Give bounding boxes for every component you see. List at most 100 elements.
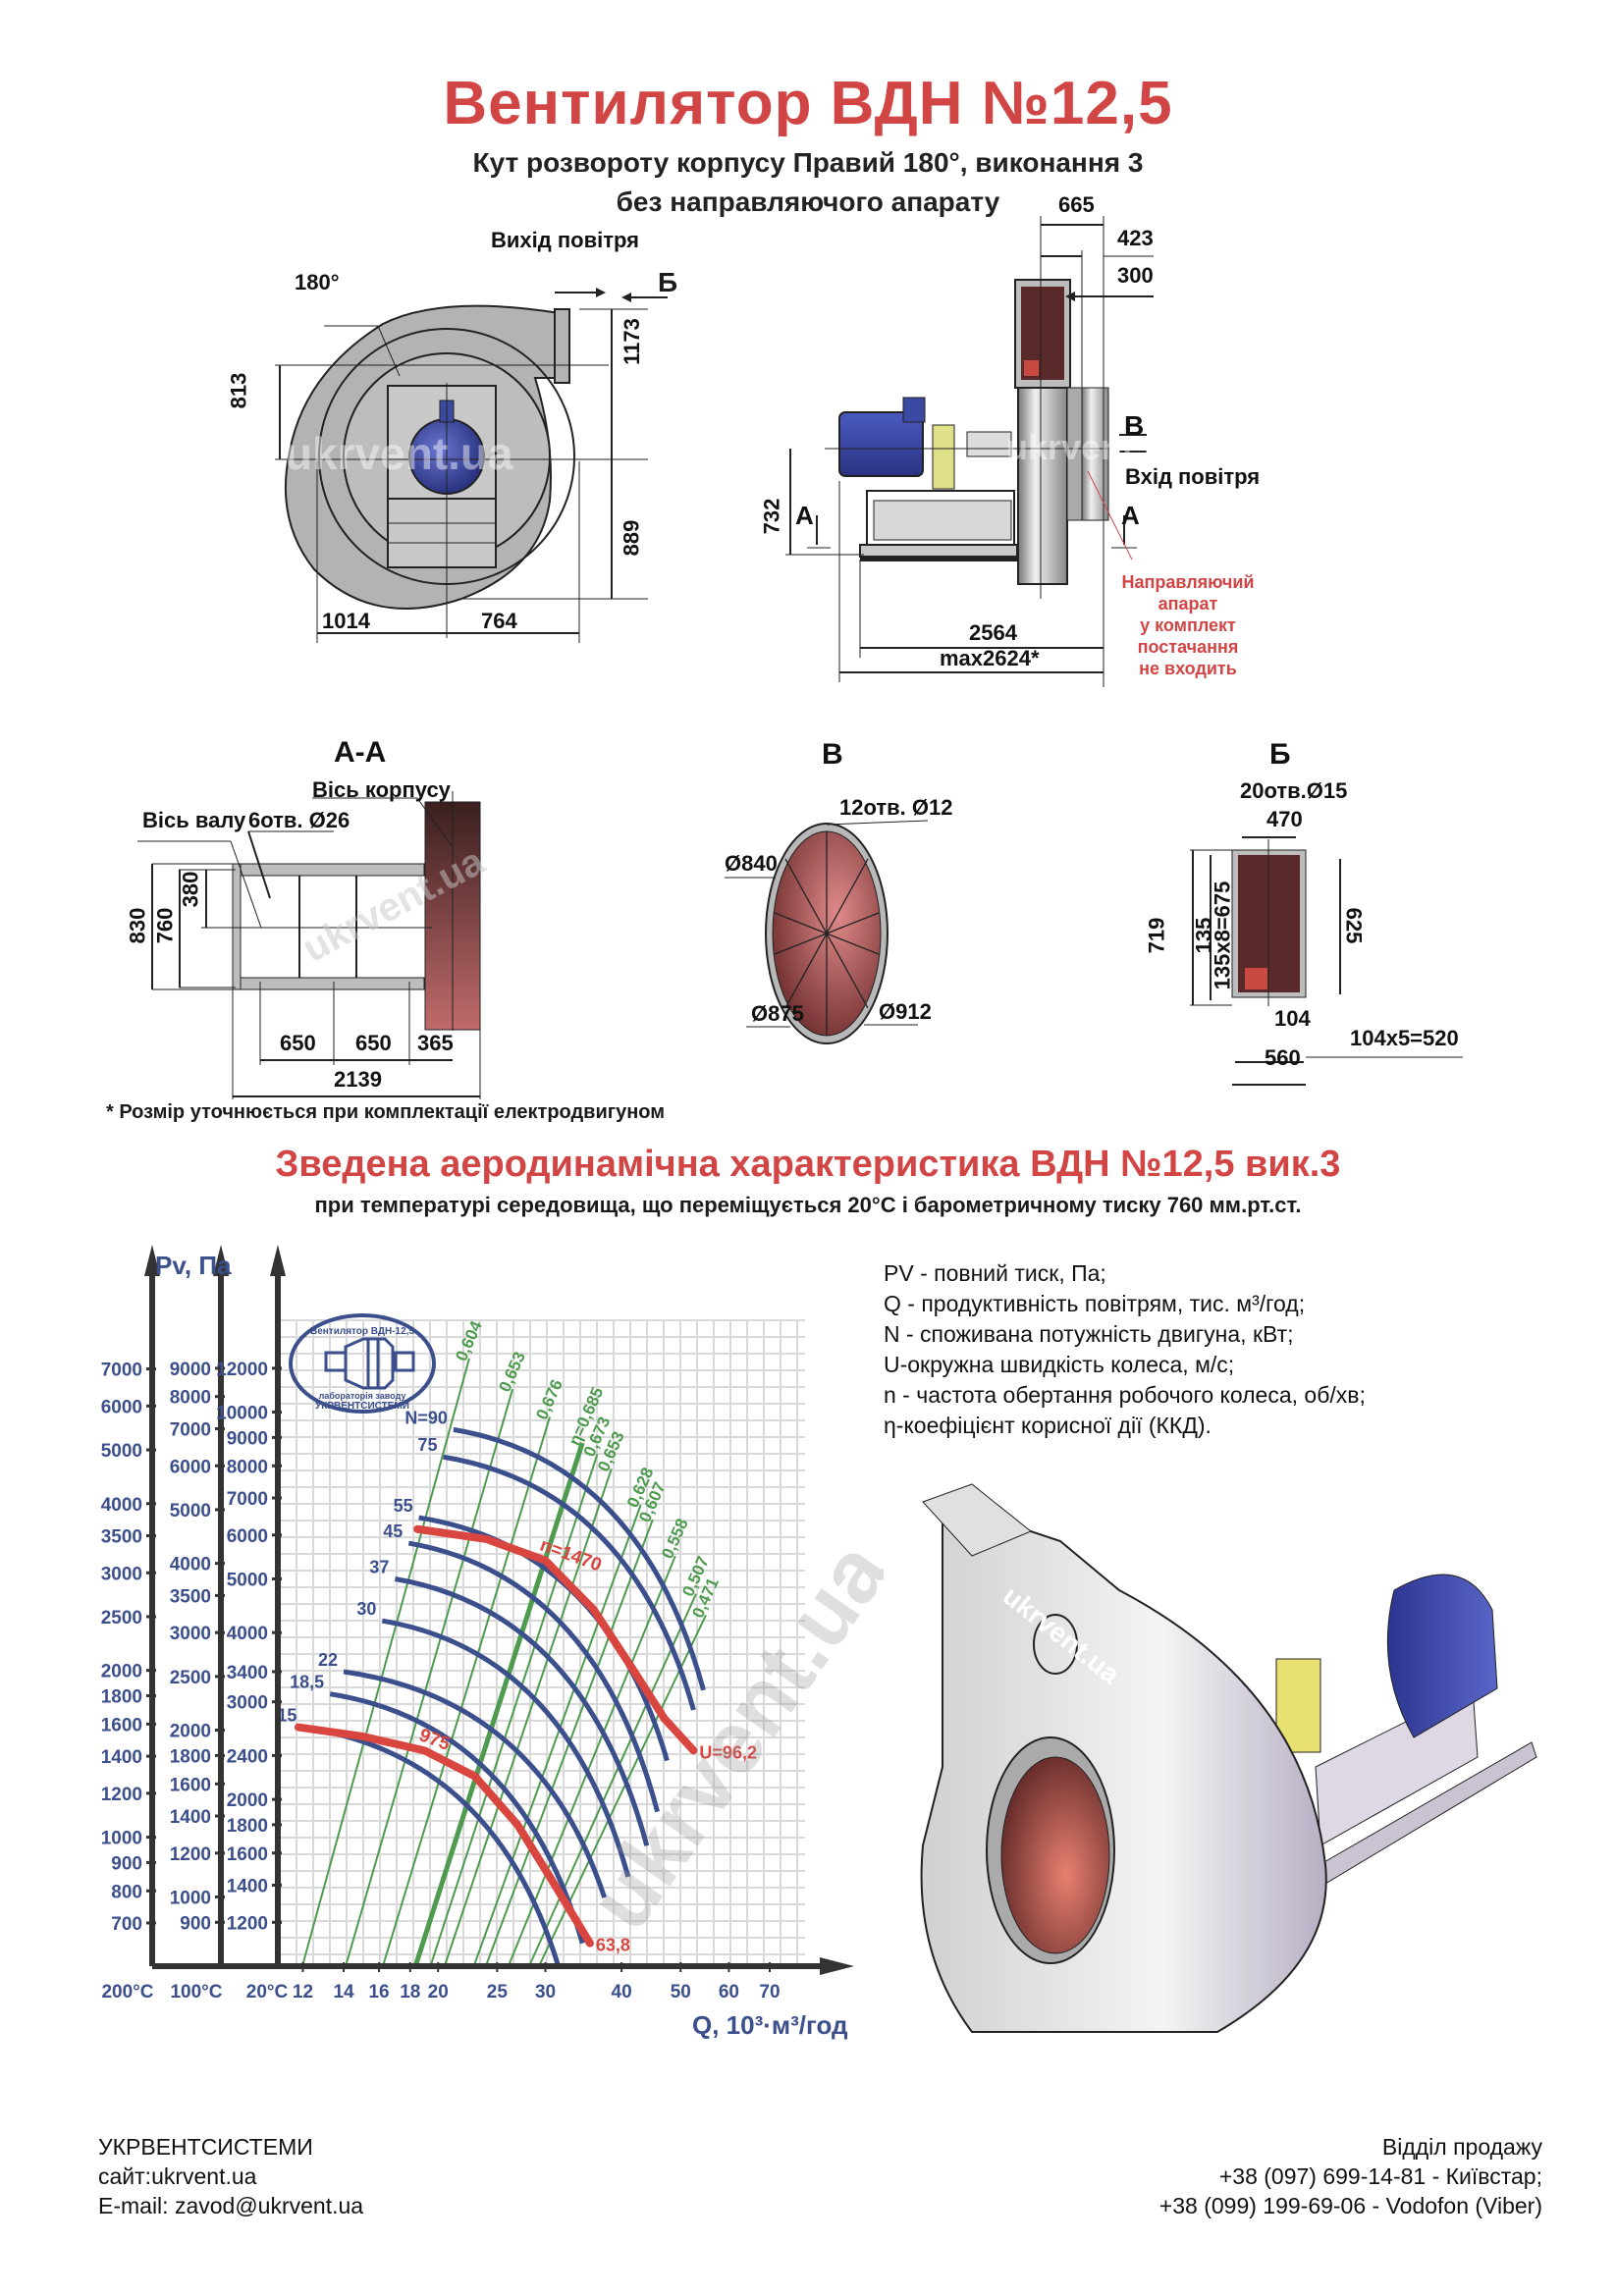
dim-380: 380 [178,871,203,908]
side-view-drawing: 665 423 300 732 А А В Вхід повітря 2564 … [759,187,1610,726]
y-tick-label: 7000 [227,1489,268,1510]
y-tick-label: 1200 [101,1785,142,1805]
dim-719: 719 [1144,917,1169,954]
y-tick-label: 1000 [170,1888,211,1908]
y-tick-label: 8000 [170,1388,211,1409]
phone-vodafone[interactable]: +38 (099) 199-69-06 - Vodofon (Viber) [1158,2193,1542,2218]
y-tick-label: 3400 [227,1663,268,1683]
y-tick-label: 1000 [101,1829,142,1849]
power-curve [329,1691,585,1945]
footnote: * Розмір уточнюється при комплектації ел… [106,1101,666,1123]
email[interactable]: E-mail: zavod@ukrvent.ua [98,2193,364,2218]
x-axis-title: Q, 10³·м³/год [692,2010,848,2040]
dim-830: 830 [125,907,150,944]
front-view-drawing: Вихід повітря 180° Б 813 1173 889 1014 7… [226,228,697,653]
website[interactable]: сайт:ukrvent.ua [98,2163,257,2189]
power-curve [453,1426,706,1691]
y-tick-label: 2500 [101,1608,142,1629]
dim-650-b: 650 [355,1031,392,1055]
stamp-bottom-2: УКРВЕНТСИСТЕМИ [315,1401,409,1412]
section-v-title: В [822,738,843,771]
y-tick-label: 2400 [227,1746,268,1767]
legend-n: N - споживана потужність двигуна, кВт; [884,1321,1294,1347]
sales-title: Відділ продажу [1381,2134,1542,2160]
y-tick-label: 1200 [227,1913,268,1934]
note-line-3: не входить [1139,659,1237,678]
aero-title: Зведена аеродинамічна характеристика ВДН… [275,1144,1341,1185]
dim-365: 365 [417,1031,454,1055]
dim-423: 423 [1117,226,1154,250]
aero-subtitle: при температурі середовища, що переміщує… [314,1193,1302,1217]
tip-speed-label: 63,8 [596,1936,630,1955]
power-curve [343,1669,608,1898]
legend-q: Q - продуктивність повітрям, тис. м³/год… [884,1291,1306,1316]
dim-889: 889 [619,519,644,557]
footer-right: Відділ продажу +38 (097) 699-14-81 - Киї… [1159,2132,1542,2220]
dim-650-a: 650 [280,1031,316,1055]
y-tick-label: 9000 [170,1360,211,1380]
efficiency-line [382,1416,551,1967]
chart-legend: PV - повний тиск, Па; Q - продуктивність… [884,1258,1366,1441]
y-tick-label: 7000 [101,1361,142,1381]
dim-2564: 2564 [969,620,1017,645]
speed-curve [294,1723,594,1948]
y-tick-label: 12000 [216,1360,268,1380]
x-axis-arrow [820,1957,854,1975]
power-curve [394,1576,650,1846]
x-tick-label: 20 [428,1982,449,2002]
power-curve-label: 15 [277,1706,296,1726]
dim-max2624: max2624* [940,646,1040,670]
laboratory-stamp: Вентилятор ВДН-12,5 лабораторія заводу У… [289,1313,436,1414]
section-b-title: Б [1269,738,1291,771]
x-tick-label: 14 [333,1982,354,2002]
power-curve-label: 75 [418,1435,438,1455]
power-curve-label: 18,5 [290,1673,324,1692]
stamp-top: Вентилятор ВДН-12,5 [310,1326,414,1337]
efficiency-line [412,1442,585,1967]
y-tick-label: 6000 [227,1526,268,1547]
page-subtitle-1: Кут розвороту корпусу Правий 180°, викон… [472,147,1144,178]
dim-764: 764 [481,609,517,633]
y-tick-label: 3500 [101,1526,142,1547]
dim-665: 665 [1058,192,1095,217]
y-axis-arrow [213,1245,229,1276]
y-tick-label: 1400 [170,1807,211,1828]
x-tick-label: 12 [293,1982,313,2002]
guide-vane-note: Направляючий апарат у комплект постачанн… [1090,571,1286,679]
tip-speed-label: U=96,2 [699,1742,757,1762]
power-curve-label: 45 [383,1522,403,1541]
y-tick-label: 1400 [227,1877,268,1897]
y-tick-label: 5000 [170,1501,211,1522]
dim-470: 470 [1266,807,1303,831]
dim-760: 760 [152,907,178,944]
dim-104x5: 104х5=520 [1350,1026,1459,1050]
legend-u: U-окружна швидкість колеса, м/с; [884,1352,1235,1377]
section-v-mark: В [1124,410,1145,441]
y-tick-label: 10000 [216,1404,268,1424]
watermark: ukrvent.ua [1006,427,1186,467]
efficiency-line [429,1453,599,1967]
y-tick-labels: 7000600050004000350030002500200018001600… [101,1360,282,1935]
y-tick-label: 1800 [170,1746,211,1767]
x-tick-label: 60 [719,1982,739,2002]
watermark: ukrvent.ua [285,428,513,479]
dim-d912: Ø912 [879,999,932,1024]
y-tick-label: 1600 [227,1844,268,1865]
y-tick-label: 1800 [101,1686,142,1707]
x-temp-label: 200°С [101,1982,153,2002]
y-axis-arrow [270,1245,286,1276]
y-axis-title: Pv, Па [155,1251,232,1280]
fan-3d-render: ukrvent.ua [874,1463,1561,2042]
phone-kyivstar[interactable]: +38 (097) 699-14-81 - Київстар; [1218,2163,1542,2189]
dim-135: 135 [1191,917,1216,954]
section-mark-b: Б [658,267,678,297]
efficiency-line [507,1555,676,1967]
efficiency-line [472,1504,642,1967]
efficiency-line [345,1388,514,1967]
y-tick-label: 2000 [227,1790,268,1811]
y-tick-label: 4000 [170,1555,211,1575]
note-line-2: у комплект постачання [1137,615,1239,657]
y-tick-label: 6000 [170,1457,211,1477]
y-tick-label: 900 [111,1853,142,1874]
dim-300: 300 [1117,263,1154,288]
